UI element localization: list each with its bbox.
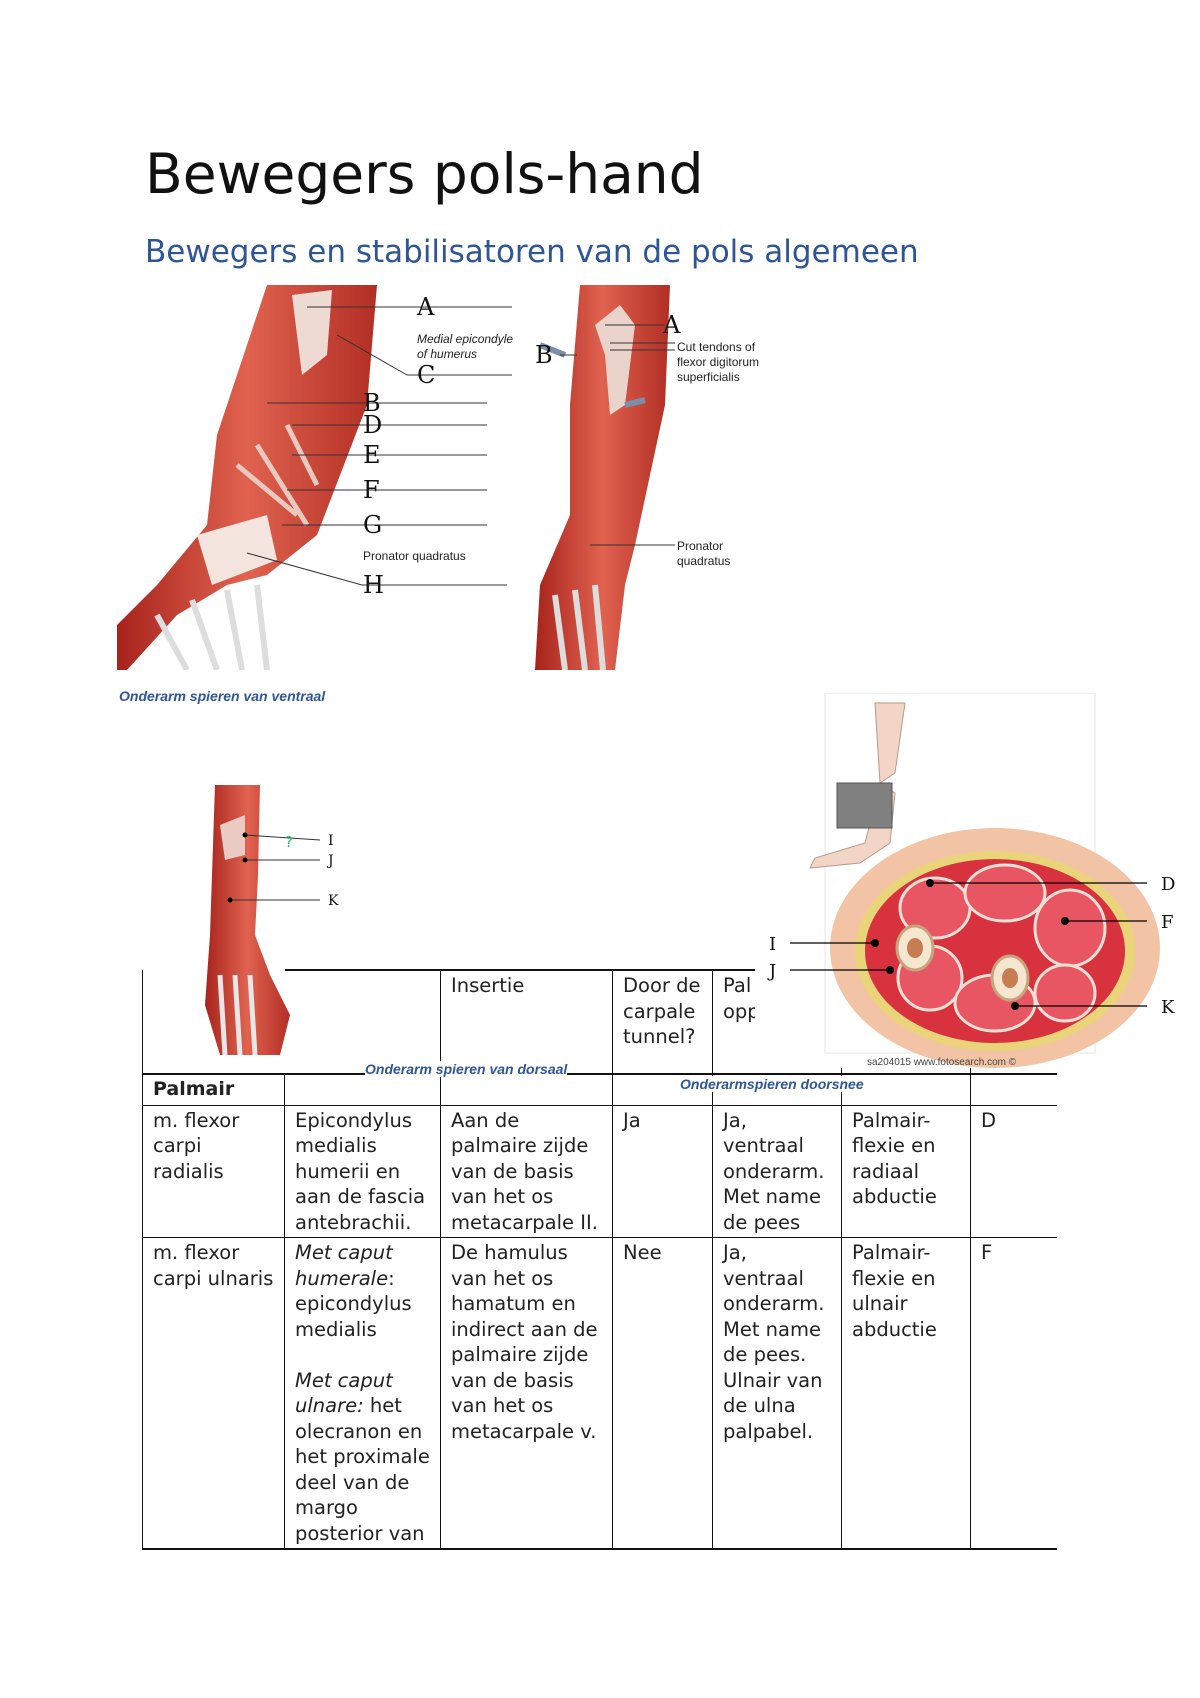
caption-dorsal: Onderarm spieren van dorsaal <box>365 1061 568 1077</box>
text-medial-1: Medial epicondyle <box>417 332 513 346</box>
cell-letter: D <box>970 1104 1057 1238</box>
header-cell-name <box>142 970 285 1074</box>
label-a: A <box>416 293 435 321</box>
cell-tunnel: Nee <box>612 1237 713 1550</box>
label-f-section: F <box>1161 912 1174 933</box>
cell-origin: Epicondylus medialis humerii en aan de f… <box>284 1104 441 1238</box>
origin-head1-label: Met caput humerale <box>295 1241 393 1290</box>
label-b-right: B <box>535 341 553 369</box>
table-section-row: Palmair <box>142 1073 1057 1105</box>
text-medial-2: of humerus <box>417 347 477 361</box>
ventral-forearm-figure-left: A Medial epicondyle of humerus C B D E F… <box>117 285 517 670</box>
cell-letter: F <box>970 1237 1057 1550</box>
cell-origin: Met caput humerale: epicondylus medialis… <box>284 1237 441 1550</box>
origin-head1-text: : epicondylus medialis <box>295 1266 412 1341</box>
label-b: B <box>363 389 381 417</box>
cell-palpable: Ja, ventraal onderarm. Met name de pees.… <box>712 1237 842 1550</box>
cross-section-figure: D F I J K sa204015 www.fotosearch.com © <box>755 693 1200 1068</box>
question-marker: ? <box>285 833 293 851</box>
label-g: G <box>363 511 382 539</box>
cell-function: Palmair-flexie en radiaal abductie <box>841 1104 971 1238</box>
label-k: K <box>328 893 339 909</box>
ventral-forearm-figure-right: A B Cut tendons of flexor digitorum supe… <box>535 285 780 670</box>
label-k-section: K <box>1161 997 1175 1018</box>
origin-head2-label: Met caput ulnare: <box>295 1368 393 1418</box>
label-j-section: J <box>767 961 776 982</box>
caption-ventral: Onderarm spieren van ventraal <box>119 688 326 704</box>
text-pronator-r1: Pronator <box>677 539 723 553</box>
text-cut-1: Cut tendons of <box>677 340 756 354</box>
table-row: m. flexor carpi radialis Epicondylus med… <box>142 1104 1057 1238</box>
label-i-section: I <box>769 934 776 955</box>
text-pronator: Pronator quadratus <box>363 549 466 563</box>
cell-tunnel: Ja <box>612 1104 713 1238</box>
cell-function: Palmair-flexie en ulnair abductie <box>841 1237 971 1550</box>
cell-insertion: De hamulus van het os hamatum en indirec… <box>440 1237 613 1550</box>
section-label: Palmair <box>142 1073 285 1105</box>
label-a-right: A <box>662 311 681 339</box>
origin-head2-text: het olecranon en het proximale deel van … <box>295 1394 430 1545</box>
label-e: E <box>363 441 381 469</box>
cell-palpable: Ja, ventraal onderarm. Met name de pees <box>712 1104 842 1238</box>
header-cell-tunnel: Door de carpale tunnel? <box>612 969 713 1074</box>
label-h: H <box>363 571 384 599</box>
header-cell-insertion: Insertie <box>440 969 613 1074</box>
text-pronator-r2: quadratus <box>677 554 730 568</box>
label-f: F <box>363 476 380 504</box>
cell-name: m. flexor carpi radialis <box>142 1104 285 1238</box>
header-cell-origin <box>284 969 441 1074</box>
text-cut-2: flexor digitorum <box>677 355 759 369</box>
cell-name: m. flexor carpi ulnaris <box>142 1237 285 1550</box>
cell-insertion: Aan de palmaire zijde van de basis van h… <box>440 1104 613 1238</box>
label-c: C <box>417 361 435 389</box>
text-cut-3: superficialis <box>677 370 740 384</box>
caption-cross-section: Onderarmspieren doorsnee <box>680 1076 864 1092</box>
label-d: D <box>363 411 382 439</box>
watermark-text: sa204015 www.fotosearch.com © <box>867 1057 1017 1068</box>
label-j: J <box>326 853 334 869</box>
page-title: Bewegers pols-hand <box>145 142 704 206</box>
label-i: I <box>328 833 334 849</box>
label-d-section: D <box>1161 874 1175 895</box>
page-subtitle: Bewegers en stabilisatoren van de pols a… <box>145 234 919 270</box>
table-row: m. flexor carpi ulnaris Met caput humera… <box>142 1237 1057 1550</box>
